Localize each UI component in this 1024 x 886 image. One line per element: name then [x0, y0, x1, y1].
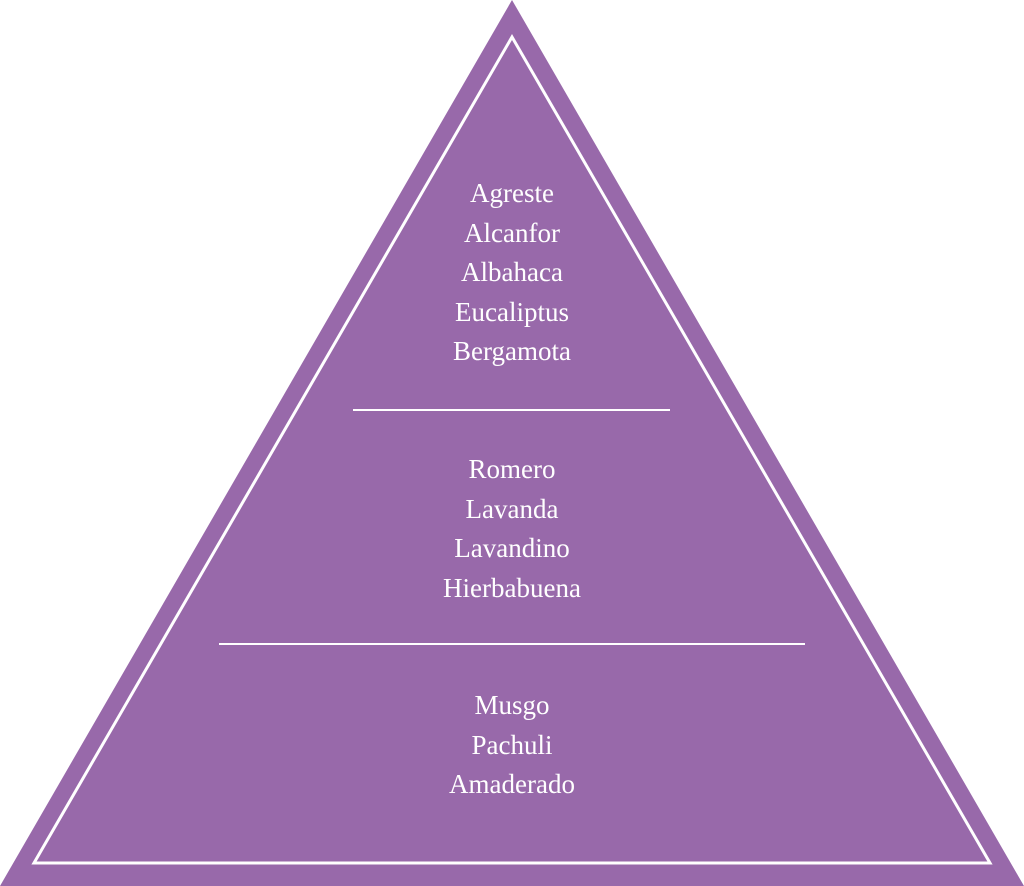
divider-middle-base: [219, 643, 805, 645]
tier-middle-notes: Romero Lavanda Lavandino Hierbabuena: [0, 450, 1024, 608]
divider-top-middle: [353, 409, 670, 411]
note-item: Pachuli: [471, 729, 553, 760]
note-item: Lavandino: [454, 533, 570, 563]
tier-base-notes: Musgo Pachuli Amaderado: [0, 686, 1024, 805]
tier-top-notes: Agreste Alcanfor Albahaca Eucaliptus Ber…: [0, 174, 1024, 372]
note-item: Agreste: [470, 178, 554, 208]
note-item: Eucaliptus: [455, 296, 569, 327]
note-item: Alcanfor: [464, 217, 560, 248]
note-item: Amaderado: [449, 769, 575, 799]
note-item: Bergamota: [453, 336, 571, 366]
note-item: Lavanda: [465, 493, 559, 524]
pyramid-inner-outline: [31, 34, 993, 865]
note-item: Albahaca: [461, 257, 563, 287]
note-item: Musgo: [474, 690, 550, 720]
note-item: Hierbabuena: [443, 572, 581, 603]
note-item: Romero: [468, 454, 556, 484]
